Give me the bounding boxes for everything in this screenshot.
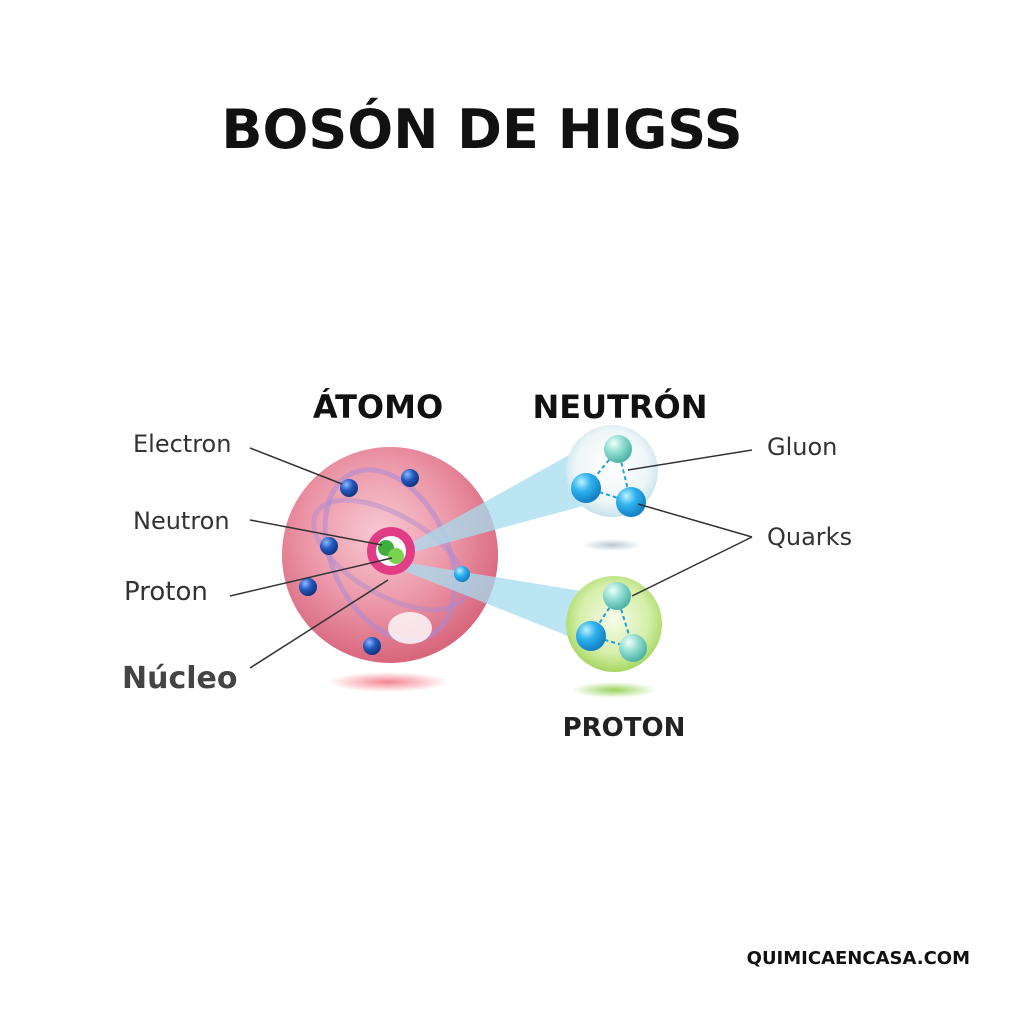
electron-ball xyxy=(401,469,419,487)
neutron-quark-top xyxy=(604,435,632,463)
label-atomo: ÁTOMO xyxy=(313,388,443,426)
label-neutron-heading: NEUTRÓN xyxy=(532,387,707,426)
site-credit: QUIMICAENCASA.COM xyxy=(746,948,970,969)
orbit-trace xyxy=(311,497,469,613)
proton-beam xyxy=(402,562,588,640)
electron-ball xyxy=(320,537,338,555)
atom-highlight xyxy=(388,612,432,644)
diagram-title: BOSÓN DE HIGSS xyxy=(0,98,1024,161)
proton-quark-left xyxy=(576,621,606,651)
neutron-leader xyxy=(249,519,383,546)
label-gluon: Gluon xyxy=(767,433,837,461)
proton-quark-right xyxy=(619,634,647,662)
proton-quark-top xyxy=(603,582,631,610)
proton-shadow xyxy=(572,682,656,698)
nucleus-proton-ball xyxy=(388,548,404,564)
electron-leader xyxy=(249,447,343,485)
electron-ball xyxy=(363,637,381,655)
atom-shadow xyxy=(328,672,448,692)
label-proton-heading: PROTON xyxy=(563,713,686,743)
quarks-leader xyxy=(631,536,753,597)
proton-leader xyxy=(229,557,393,597)
label-proton: Proton xyxy=(124,577,208,607)
label-nucleo: Núcleo xyxy=(122,661,238,696)
electron-ball xyxy=(340,479,358,497)
label-quarks: Quarks xyxy=(767,523,852,551)
label-electron: Electron xyxy=(133,430,231,458)
diagram-title-text: BOSÓN DE HIGSS xyxy=(221,98,743,161)
electron-ball xyxy=(299,578,317,596)
neutron-quark-right xyxy=(616,487,646,517)
label-neutron: Neutron xyxy=(133,507,230,535)
neutron-beam xyxy=(402,450,605,555)
nucleo-leader xyxy=(249,579,389,669)
neutron-quark-left xyxy=(571,473,601,503)
gluon-leader xyxy=(627,449,753,471)
electron-ball xyxy=(454,566,470,582)
neutron-shadow xyxy=(582,539,642,551)
quarks-leader xyxy=(637,503,753,538)
